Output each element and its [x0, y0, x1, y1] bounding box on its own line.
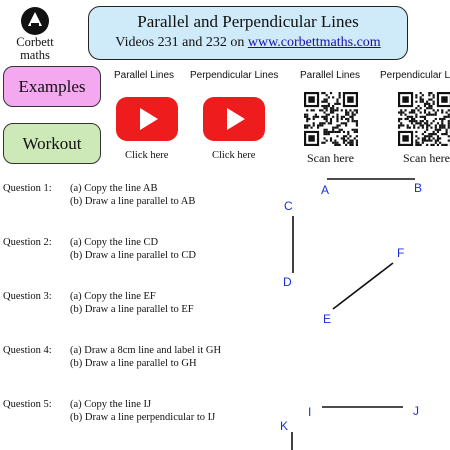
logo-text-line1: Corbett [16, 35, 54, 49]
question-2-part-b: (b) Draw a line parallel to CD [70, 250, 196, 261]
point-label-a: A [321, 183, 330, 197]
question-5-part-b: (b) Draw a line perpendicular to IJ [70, 412, 216, 423]
logo-emblem-icon [21, 7, 49, 35]
question-1-part-b: (b) Draw a line parallel to AB [70, 196, 196, 207]
question-4-number: Question 4: [3, 345, 52, 356]
question-5-number: Question 5: [3, 399, 52, 410]
media-label-perpendicular-video: Perpendicular Lines [190, 70, 279, 81]
point-label-f: F [397, 246, 405, 260]
caption-click-here[interactable]: Click here [212, 150, 256, 161]
workout-button[interactable]: Workout [3, 123, 101, 164]
question-4-part-a: (a) Draw a 8cm line and label it GH [70, 345, 222, 356]
caption-scan-here: Scan here [307, 151, 354, 165]
media-label-parallel-video: Parallel Lines [114, 70, 175, 81]
point-label-j: J [413, 404, 419, 418]
question-2-number: Question 2: [3, 237, 52, 248]
question-2-part-a: (a) Copy the line CD [70, 237, 159, 248]
youtube-play-icon[interactable] [203, 97, 265, 141]
logo-text-line2: maths [20, 48, 50, 62]
question-3-number: Question 3: [3, 291, 52, 302]
title-box: Parallel and Perpendicular Lines Videos … [88, 6, 408, 60]
point-label-b: B [414, 181, 423, 195]
media-label-parallel-qr: Parallel Lines [300, 70, 361, 81]
line-ef [332, 262, 394, 310]
corbettmaths-logo: Corbett maths [4, 6, 66, 64]
corbettmaths-link[interactable]: www.corbettmaths.com [247, 35, 381, 50]
question-1-number: Question 1: [3, 183, 52, 194]
question-3-part-b: (b) Draw a line parallel to EF [70, 304, 194, 315]
caption-click-here[interactable]: Click here [125, 150, 169, 161]
caption-scan-here: Scan here [403, 151, 450, 165]
question-3-part-a: (a) Copy the line EF [70, 291, 156, 302]
media-label-perpendicular-qr: Perpendicular Lines [380, 70, 450, 81]
page-title: Parallel and Perpendicular Lines [137, 12, 359, 31]
page-subtitle: Videos 231 and 232 on www.corbettmaths.c… [89, 35, 407, 51]
youtube-play-icon[interactable] [116, 97, 178, 141]
subtitle-text: Videos 231 and 232 on [115, 35, 248, 50]
examples-button[interactable]: Examples [3, 66, 101, 107]
point-label-k: K [280, 419, 289, 433]
question-4-part-b: (b) Draw a line parallel to GH [70, 358, 197, 369]
question-5-part-a: (a) Copy the line IJ [70, 399, 152, 410]
point-label-c: C [284, 199, 293, 213]
point-label-d: D [283, 275, 292, 289]
qr-code-icon[interactable] [304, 92, 358, 146]
question-1-part-a: (a) Copy the line AB [70, 183, 158, 194]
qr-code-icon[interactable] [398, 92, 450, 146]
point-label-i: I [308, 405, 312, 419]
point-label-e: E [323, 312, 332, 326]
